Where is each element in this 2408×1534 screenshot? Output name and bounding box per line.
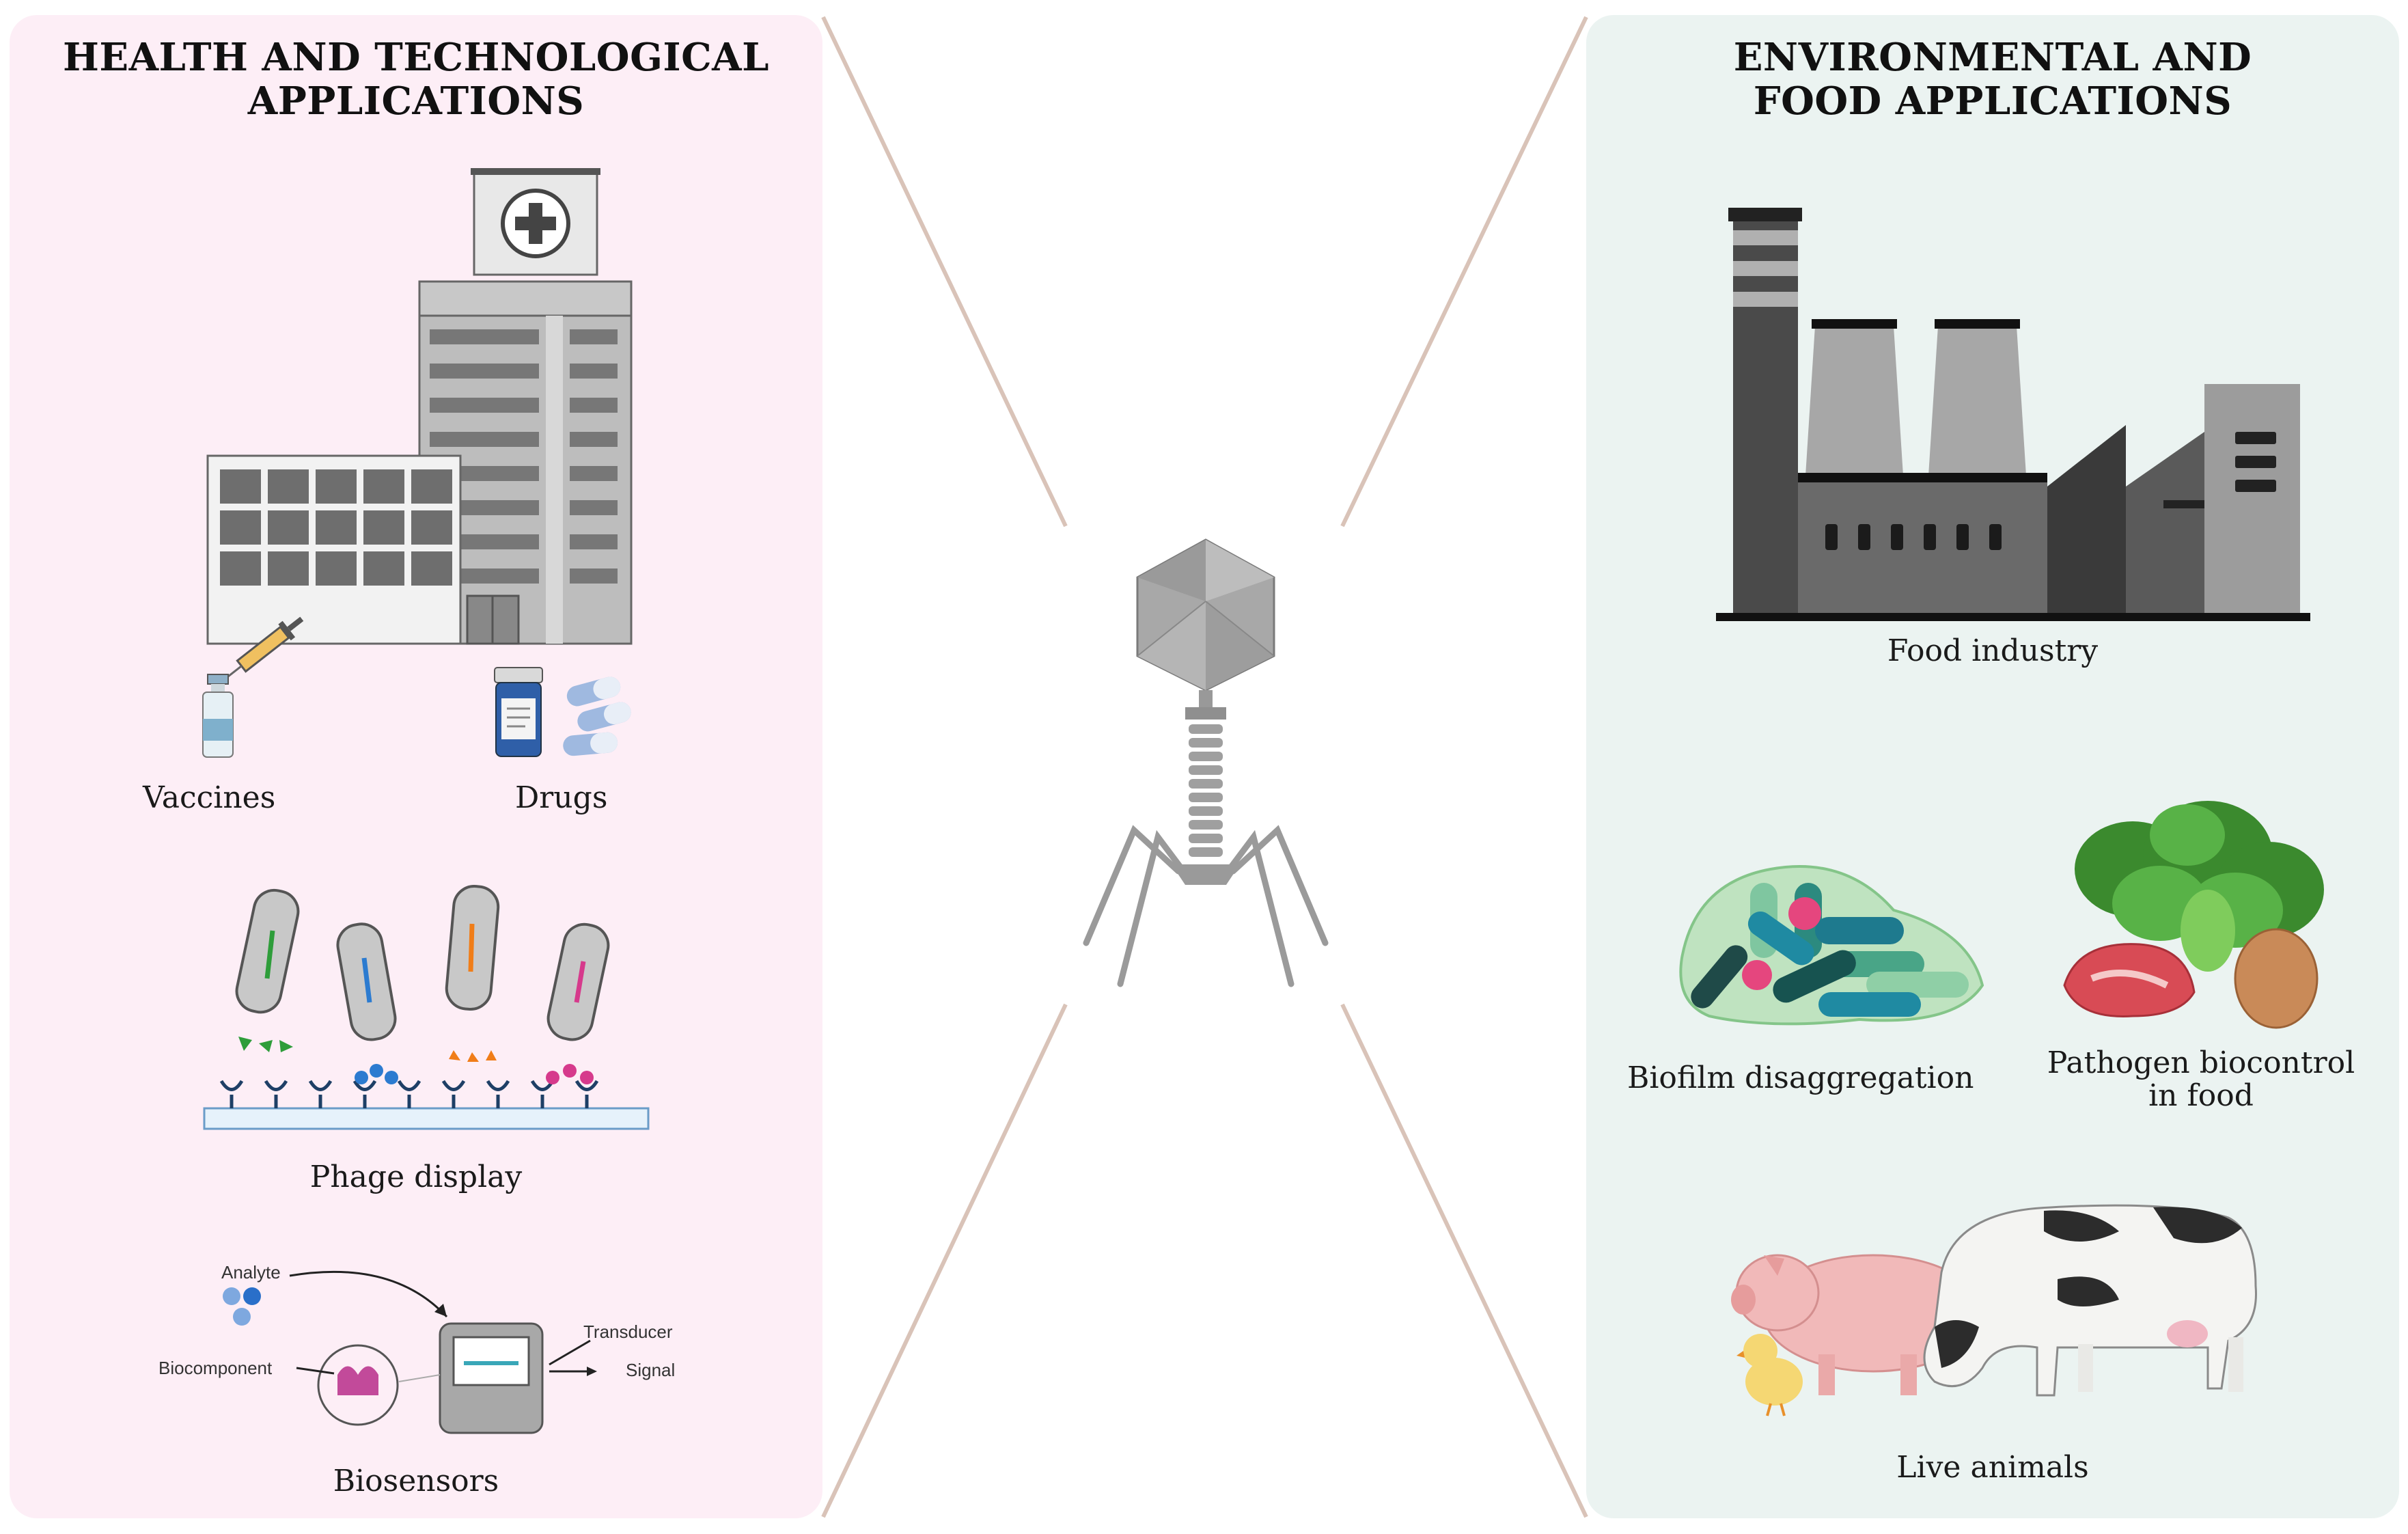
biofilm-icon: [1679, 865, 1984, 1026]
pathogen-line-2: in food: [2148, 1078, 2254, 1113]
phage-display-icon: [203, 885, 650, 1130]
label-drugs: Drugs: [515, 780, 608, 815]
biosensor-device-icon: [223, 1270, 597, 1434]
biosensor-biocomponent-label: Biocomponent: [158, 1358, 273, 1378]
title-line-2: APPLICATIONS: [247, 79, 585, 124]
vegetables-meat-egg-icon: [2063, 801, 2324, 1029]
label-biosensors: Biosensors: [333, 1464, 499, 1498]
title-line-1: HEALTH AND TECHNOLOGICAL: [63, 35, 769, 80]
label-biofilm: Biofilm disaggregation: [1627, 1060, 1974, 1095]
biosensor-signal-label: Signal: [626, 1360, 676, 1380]
label-phage-display: Phage display: [309, 1160, 523, 1194]
capsule-icon: [563, 676, 631, 756]
environmental-food-panel: ENVIRONMENTAL AND FOOD APPLICATIONS Food…: [1586, 15, 2399, 1518]
label-food-industry: Food industry: [1887, 633, 2099, 668]
biosensor-transducer-label: Transducer: [583, 1321, 673, 1342]
factory-icon: [1716, 208, 2310, 621]
label-vaccines: Vaccines: [143, 780, 276, 815]
label-live-animals: Live animals: [1896, 1450, 2089, 1485]
biosensor-analyte-label: Analyte: [221, 1262, 281, 1283]
title-line-1: ENVIRONMENTAL AND: [1733, 35, 2252, 80]
hospital-icon: [206, 168, 633, 645]
pill-bottle-icon: [494, 667, 543, 757]
environmental-food-title: ENVIRONMENTAL AND FOOD APPLICATIONS: [1586, 36, 2399, 123]
bacteriophage-icon: [1083, 538, 1329, 987]
health-tech-panel: HEALTH AND TECHNOLOGICAL APPLICATIONS: [10, 15, 822, 1518]
title-line-2: FOOD APPLICATIONS: [1753, 79, 2232, 124]
pathogen-line-1: Pathogen biocontrol: [2047, 1045, 2355, 1080]
farm-animals-icon: [1731, 1204, 2257, 1416]
label-pathogen-biocontrol: Pathogen biocontrol in food: [2030, 1047, 2372, 1112]
health-tech-title: HEALTH AND TECHNOLOGICAL APPLICATIONS: [10, 36, 822, 123]
vaccine-vial-icon: [202, 674, 234, 758]
